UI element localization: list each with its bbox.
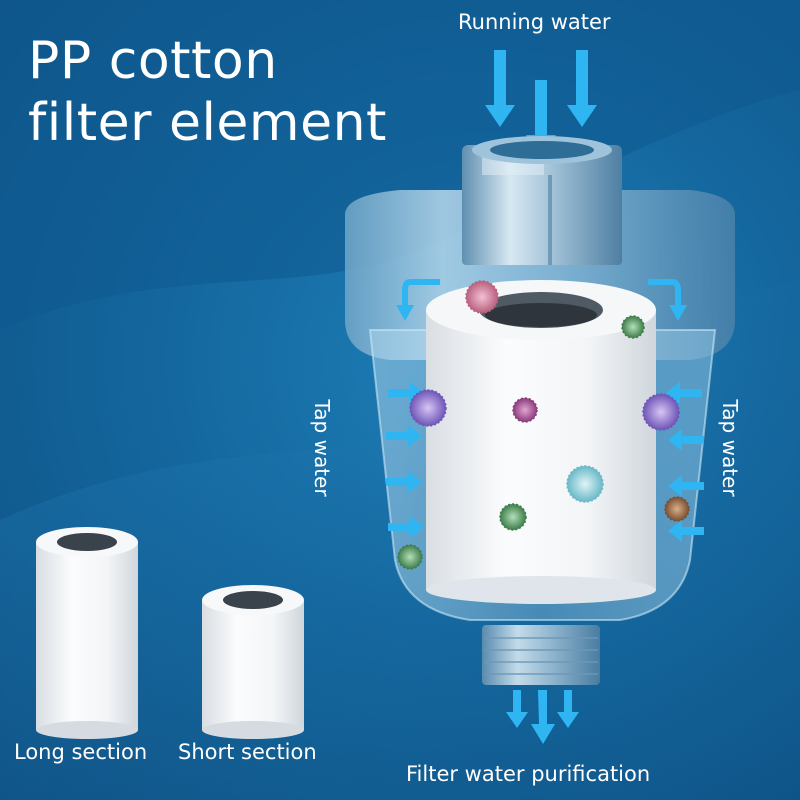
virus-icon — [465, 280, 499, 314]
arrow-down-icon — [557, 690, 579, 728]
short-section-label: Short section — [178, 740, 317, 764]
contaminant-particles — [397, 280, 690, 570]
virus-icon — [499, 503, 527, 531]
flow-curve-arrows — [402, 279, 681, 308]
virus-icon — [409, 389, 447, 427]
arrow-left-icon — [666, 382, 702, 404]
arrow-down-icon — [506, 690, 528, 728]
virus-icon — [642, 393, 680, 431]
curved-arrow-icon — [648, 279, 681, 308]
arrow-right-icon — [386, 425, 422, 447]
output-arrows — [506, 690, 579, 744]
long-section-label: Long section — [14, 740, 148, 764]
arrow-down-icon — [485, 50, 515, 127]
tap-water-label-right: Tap water — [718, 399, 742, 497]
virus-icon — [621, 315, 645, 339]
title-line-1: PP cotton — [28, 31, 278, 91]
virus-icon — [512, 397, 538, 423]
short-cartridge — [202, 585, 304, 739]
arrow-right-icon — [386, 471, 422, 493]
tap-water-label-left: Tap water — [310, 399, 334, 497]
curved-arrow-icon — [402, 279, 440, 308]
arrow-left-icon — [668, 429, 704, 451]
title: PP cotton filter element — [28, 30, 387, 154]
arrow-left-icon — [668, 520, 704, 542]
long-cartridge — [36, 527, 138, 739]
virus-icon — [397, 544, 423, 570]
outlet-connector — [482, 625, 600, 685]
virus-icon — [566, 465, 604, 503]
pp-cotton-cartridge — [426, 280, 656, 604]
arrow-right-icon — [388, 516, 424, 538]
arrow-left-icon — [668, 475, 704, 497]
arrow-down-icon — [531, 690, 555, 744]
filter-water-label: Filter water purification — [406, 762, 651, 786]
virus-icon — [664, 496, 690, 522]
arrow-down-icon — [567, 50, 597, 127]
running-water-label: Running water — [458, 10, 611, 34]
tap-water-arrows-right — [666, 382, 704, 542]
title-line-2: filter element — [28, 93, 387, 153]
tap-water-arrows-left — [386, 382, 424, 538]
